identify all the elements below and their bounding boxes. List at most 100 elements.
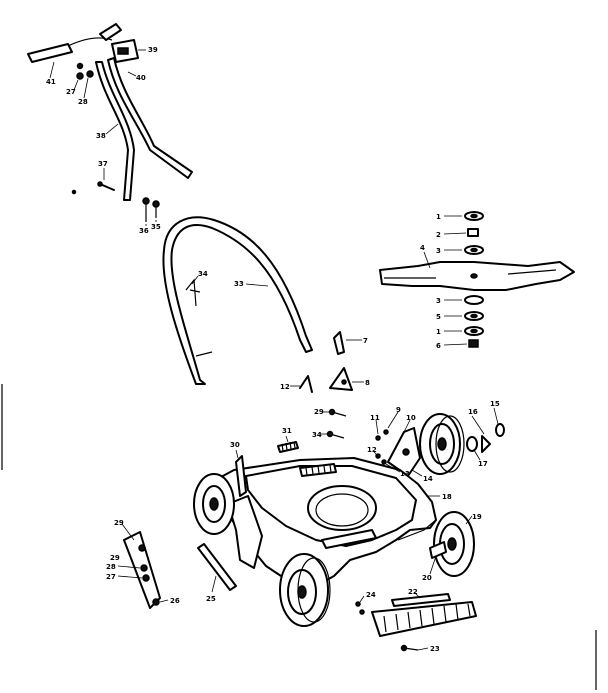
leader-15 — [493, 407, 499, 425]
screw-23 — [403, 647, 419, 651]
bushing-2 — [467, 228, 479, 237]
callout-22: 22 — [408, 588, 418, 596]
leader-27b — [117, 575, 143, 579]
callout-5: 5 — [436, 313, 441, 321]
callout-3a: 3 — [436, 247, 441, 255]
callout-1a: 1 — [436, 213, 441, 221]
wheel-washer-17 — [466, 436, 478, 452]
handle-clamp-34 — [185, 278, 201, 307]
axle-bracket-hole — [402, 448, 410, 456]
bracket-7 — [333, 331, 345, 355]
bracket-8 — [329, 367, 353, 391]
callout-34a: 34 — [198, 270, 208, 278]
blade-center-hole — [470, 273, 478, 279]
blade-edge-right — [507, 269, 557, 275]
leader-17 — [473, 449, 481, 461]
discharge-chute — [227, 495, 263, 569]
deck-side-skirt — [397, 519, 437, 541]
deck-front-strip — [321, 529, 377, 549]
callout-29a: 29 — [314, 408, 324, 416]
callout-3b: 3 — [436, 297, 441, 305]
leader-27a — [73, 79, 79, 91]
callout-14: 14 — [423, 475, 433, 483]
leader-16 — [471, 415, 485, 435]
callout-7: 7 — [363, 337, 368, 345]
baffle-upper-strip — [391, 593, 451, 607]
screw-36-head — [142, 197, 150, 205]
washer-1-top-hole — [470, 213, 478, 219]
leader-31 — [285, 435, 289, 443]
rear-left-hub — [209, 497, 219, 511]
callout-28a: 28 — [78, 98, 88, 106]
handle-bolt-27 — [76, 72, 84, 80]
callout-4: 4 — [420, 244, 425, 252]
lower-handle-tube — [162, 216, 313, 385]
leader-34a — [191, 275, 199, 285]
baffle-22 — [371, 601, 477, 637]
leader-9 — [387, 411, 399, 429]
callout-40: 40 — [136, 74, 146, 82]
callout-27b: 27 — [106, 573, 116, 581]
leader-28b — [117, 565, 141, 569]
screw-29-head — [328, 408, 336, 416]
handle-knob — [76, 62, 84, 70]
leader-28a — [83, 77, 89, 99]
handle-bend-mark — [195, 351, 213, 357]
upper-handle-tube-left — [95, 61, 135, 201]
adjuster-pivot-27 — [142, 574, 150, 582]
screw-24-lower-b — [359, 609, 365, 615]
callout-26: 26 — [170, 597, 180, 605]
callout-23: 23 — [430, 645, 440, 653]
adjuster-pivot-28 — [140, 564, 148, 572]
callout-36: 36 — [139, 227, 149, 235]
switch-trigger — [117, 47, 129, 55]
callout-38: 38 — [96, 132, 106, 140]
callout-29c: 29 — [110, 554, 120, 562]
washer-1-bottom-hole — [470, 328, 478, 334]
callout-2: 2 — [436, 231, 441, 239]
nut-13 — [381, 459, 387, 465]
nut-6 — [468, 339, 479, 348]
leader-26 — [159, 599, 169, 603]
screw-24-lower — [355, 601, 361, 607]
callout-33: 33 — [234, 280, 244, 288]
callout-11: 11 — [370, 414, 380, 422]
right-handle-grip — [99, 23, 122, 41]
motor-opening-inner — [315, 493, 369, 527]
leader-33 — [245, 283, 269, 287]
leader-12b — [373, 451, 379, 457]
adjuster-top — [138, 544, 146, 552]
callout-15: 15 — [490, 400, 500, 408]
hub-washer-15 — [495, 423, 505, 437]
callout-27a: 27 — [66, 88, 76, 96]
leader-23 — [417, 647, 429, 651]
callout-8: 8 — [365, 379, 370, 387]
callout-17: 17 — [478, 460, 488, 468]
leader-19 — [465, 515, 473, 525]
washer-3-bottom — [464, 295, 484, 305]
leader-6 — [443, 343, 468, 346]
callout-12b: 12 — [367, 446, 377, 454]
leader-11 — [375, 419, 379, 435]
front-right-axle-20 — [429, 541, 447, 559]
leader-25 — [211, 575, 217, 593]
leader-14 — [411, 469, 423, 477]
height-adjuster-assembly — [123, 531, 237, 609]
callout-19: 19 — [472, 513, 482, 521]
leader-4 — [423, 251, 431, 269]
callout-13: 13 — [400, 470, 410, 478]
leader-24b — [359, 595, 365, 603]
front-right-hub — [447, 537, 457, 551]
callout-18: 18 — [442, 493, 452, 501]
callout-41: 41 — [46, 78, 56, 86]
blade-assembly — [379, 211, 575, 348]
callout-28b: 28 — [106, 563, 116, 571]
adjuster-rod-25 — [197, 543, 237, 591]
mower-deck-18 — [207, 455, 437, 587]
bolt-37-head — [97, 181, 103, 187]
callout-37: 37 — [98, 160, 108, 168]
leader-30 — [235, 449, 239, 459]
callout-39: 39 — [148, 46, 158, 54]
small-dot — [71, 189, 77, 195]
